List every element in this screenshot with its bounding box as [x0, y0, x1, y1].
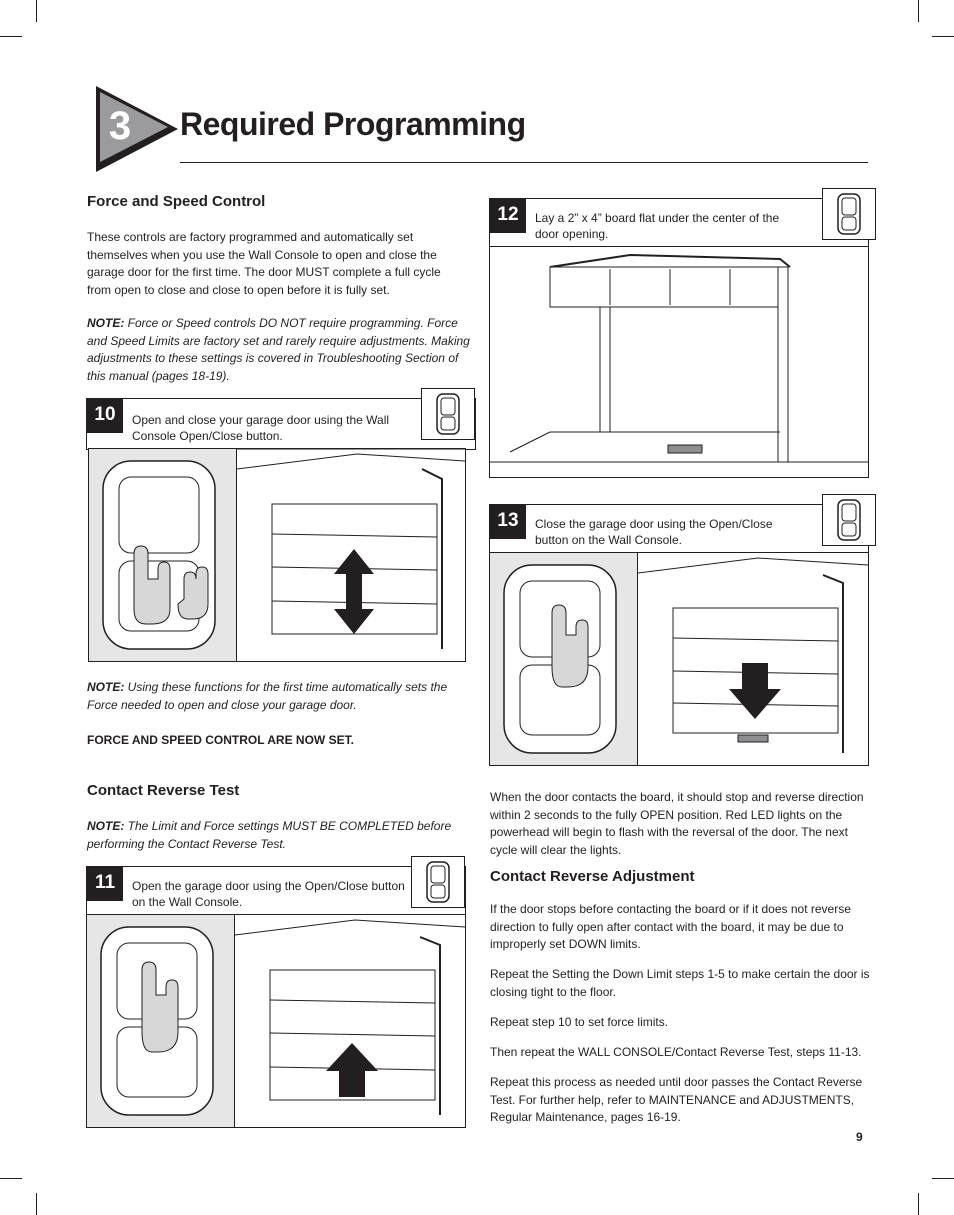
wall-console-panel — [87, 915, 235, 1127]
wall-console-hand-icon — [102, 460, 216, 650]
step-11-figure — [86, 914, 466, 1128]
wall-console-panel — [490, 553, 638, 765]
wall-console-icon — [822, 494, 876, 546]
note-text: Using these functions for the first time… — [87, 680, 448, 712]
note-contact-reverse: NOTE: The Limit and Force settings MUST … — [87, 818, 472, 853]
crop-mark — [932, 36, 954, 37]
force-heading: Force and Speed Control — [87, 193, 266, 210]
crop-mark — [36, 0, 37, 22]
step-number: 12 — [490, 199, 526, 233]
note-text: The Limit and Force settings MUST BE COM… — [87, 819, 452, 851]
garage-door-illustration — [237, 449, 465, 649]
step-number: 11 — [87, 867, 123, 901]
crop-mark — [36, 1193, 37, 1215]
section-arrow-icon — [96, 86, 178, 172]
step-13-figure — [489, 552, 869, 766]
force-body: These controls are factory programmed an… — [87, 230, 441, 297]
note-label: NOTE: — [87, 819, 125, 833]
step-text: Lay a 2” x 4” board flat under the cente… — [535, 211, 780, 241]
adjust-paragraph: Repeat the Setting the Down Limit steps … — [490, 967, 870, 999]
note-text: Force or Speed controls DO NOT require p… — [87, 316, 470, 383]
crop-mark — [0, 36, 22, 37]
note-label: NOTE: — [87, 316, 125, 330]
note-label: NOTE: — [87, 680, 125, 694]
step-12-figure — [489, 246, 869, 478]
force-set-notice: FORCE AND SPEED CONTROL ARE NOW SET. — [87, 733, 354, 747]
crop-mark — [918, 0, 919, 22]
wall-console-hand-icon — [503, 564, 617, 754]
contact-reverse-body: When the door contacts the board, it sho… — [490, 790, 864, 857]
adjust-paragraph: If the door stops before contacting the … — [490, 902, 851, 951]
step-number: 10 — [87, 399, 123, 433]
wall-console-hand-icon — [100, 926, 214, 1116]
crop-mark — [932, 1178, 954, 1179]
adjust-paragraph: Then repeat the WALL CONSOLE/Contact Rev… — [490, 1045, 862, 1059]
section-number: 3 — [108, 104, 132, 148]
step-10-figure — [88, 448, 466, 662]
wall-console-icon — [421, 388, 475, 440]
garage-door-illustration — [235, 919, 465, 1115]
note-first-time: NOTE: Using these functions for the firs… — [87, 679, 472, 714]
step-text: Open and close your garage door using th… — [132, 413, 390, 443]
wall-console-icon — [822, 188, 876, 240]
step-12-header: 12 Lay a 2” x 4” board flat under the ce… — [489, 198, 869, 248]
page-number: 9 — [856, 1130, 863, 1144]
step-11-header: 11 Open the garage door using the Open/C… — [86, 866, 466, 916]
contact-adjust-heading: Contact Reverse Adjustment — [490, 868, 695, 885]
step-10-header: 10 Open and close your garage door using… — [86, 398, 476, 450]
crop-mark — [0, 1178, 22, 1179]
step-text: Close the garage door using the Open/Clo… — [535, 517, 773, 547]
contact-reverse-heading: Contact Reverse Test — [87, 782, 240, 799]
garage-door-illustration — [638, 557, 868, 753]
title-rule — [180, 162, 868, 163]
step-text: Open the garage door using the Open/Clos… — [132, 879, 405, 909]
note-force: NOTE: Force or Speed controls DO NOT req… — [87, 315, 477, 385]
step-number: 13 — [490, 505, 526, 539]
step-13-header: 13 Close the garage door using the Open/… — [489, 504, 869, 554]
adjust-paragraph: Repeat this process as needed until door… — [490, 1075, 863, 1124]
adjust-paragraph: Repeat step 10 to set force limits. — [490, 1015, 669, 1029]
crop-mark — [918, 1193, 919, 1215]
wall-console-panel — [89, 449, 237, 661]
garage-board-illustration — [490, 253, 868, 463]
page-title: Required Programming — [180, 106, 526, 142]
wall-console-icon — [411, 856, 465, 908]
